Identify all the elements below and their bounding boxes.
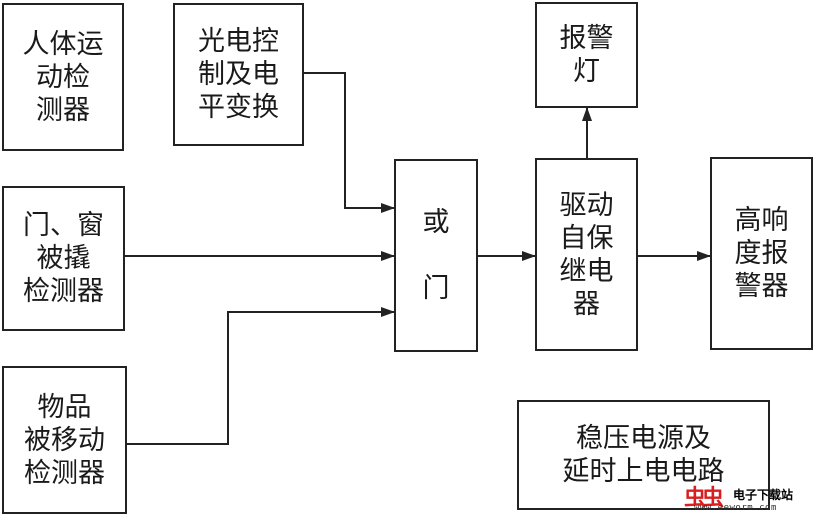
human-motion-detector-block: 人体运 动检 测器 [2,3,124,151]
photo-control-block: 光电控 制及电 平变换 [173,3,304,146]
watermark-url: www.eeworm.com [694,503,777,513]
drive-relay-block: 驱动 自保 继电 器 [535,158,638,351]
wire-photo-to-or [304,72,395,213]
or-gate-label: 或 门 [422,207,450,304]
door-window-detector-label: 门、窗 被撬 检测器 [23,210,104,307]
or-gate-block: 或 门 [394,159,478,352]
high-alarm-block: 高响 度报 警器 [710,157,813,350]
human-motion-detector-label: 人体运 动检 测器 [22,28,104,126]
door-window-detector-block: 门、窗 被撬 检测器 [2,186,125,331]
wire-item-to-or [127,307,395,445]
photo-control-label: 光电控 制及电 平变换 [198,26,279,123]
alarm-light-block: 报警 灯 [535,2,638,108]
power-delay-block: 稳压电源及 延时上电电路 [517,400,770,510]
alarm-light-label: 报警 灯 [559,23,614,87]
watermark-logo: 虫虫 [684,486,724,511]
item-moved-detector-block: 物品 被移动 检测器 [2,366,127,514]
item-moved-detector-label: 物品 被移动 检测器 [24,391,105,489]
watermark-site: 电子下载站 [733,488,794,502]
high-alarm-label: 高响 度报 警器 [734,205,789,302]
drive-relay-label: 驱动 自保 继电 器 [559,189,614,320]
power-delay-label: 稳压电源及 延时上电电路 [562,423,725,487]
